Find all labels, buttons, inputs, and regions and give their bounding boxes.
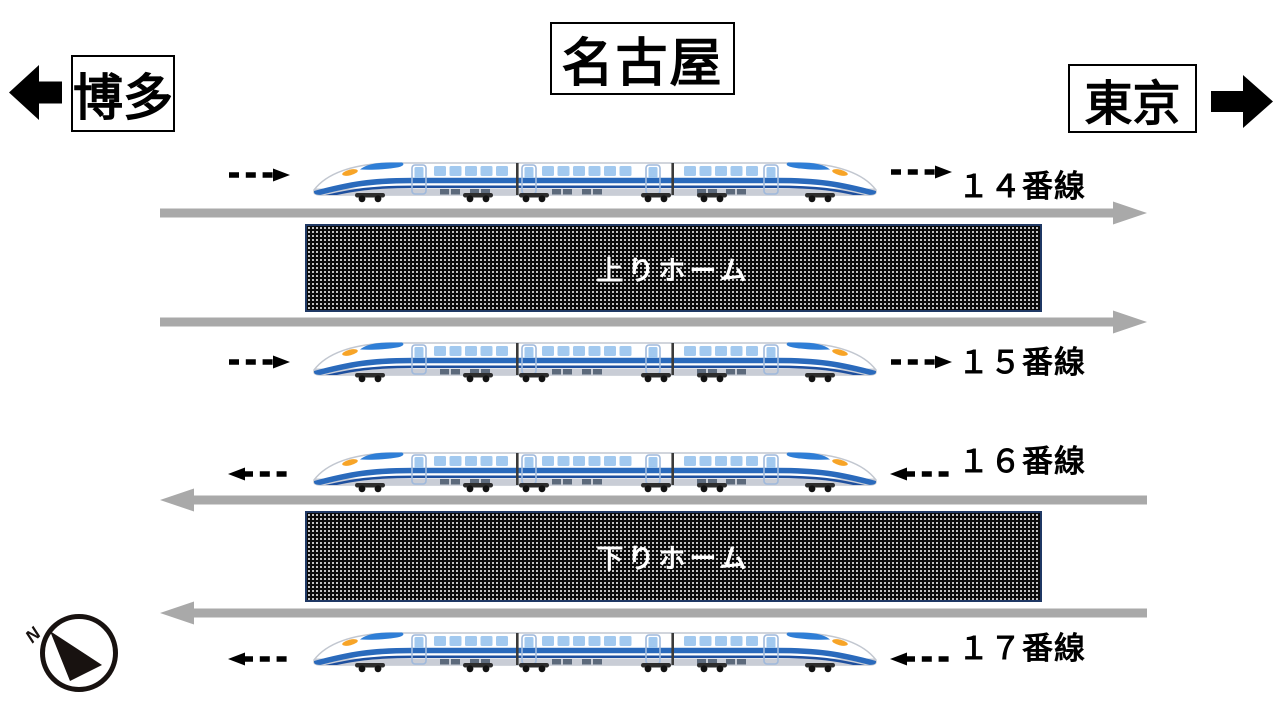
platform-up: 上りホーム (305, 224, 1042, 312)
destination-east-label: 東京 (1084, 77, 1181, 131)
westbound-dashed-arrow-icon-track17-left (228, 652, 290, 666)
eastbound-dashed-arrow-icon-track14-left (228, 168, 290, 182)
track-label-17: １７番線 (958, 631, 1086, 666)
track-label-16: １６番線 (958, 444, 1086, 479)
shinkansen-train-track15 (312, 335, 878, 383)
track-line-17 (160, 601, 1147, 625)
westbound-dashed-arrow-icon-track16-left (228, 467, 290, 481)
platform-down: 下りホーム (305, 511, 1042, 602)
westbound-dashed-arrow-icon-track17-right (890, 652, 952, 666)
shinkansen-train-track16 (312, 445, 878, 493)
eastbound-dashed-arrow-icon-track15-right (890, 355, 952, 369)
destination-west-box: 博多 (71, 55, 175, 132)
shinkansen-train-track17 (312, 625, 878, 673)
shinkansen-train-track14 (312, 155, 878, 203)
eastbound-dashed-arrow-icon-track15-left (228, 355, 290, 369)
destination-east-box: 東京 (1068, 64, 1197, 133)
station-name-box: 名古屋 (550, 22, 735, 95)
compass-icon: N (22, 614, 118, 692)
east-direction-arrow-icon (1211, 75, 1273, 128)
platform-down-label: 下りホーム (596, 544, 751, 574)
eastbound-dashed-arrow-icon-track14-right (890, 165, 952, 179)
westbound-dashed-arrow-icon-track16-right (890, 467, 952, 481)
destination-west-label: 博多 (73, 69, 173, 126)
station-name-label: 名古屋 (561, 35, 724, 93)
platform-up-label: 上りホーム (596, 255, 751, 286)
west-direction-arrow-icon (9, 65, 62, 120)
track-line-14 (160, 201, 1147, 225)
track-line-16 (160, 488, 1147, 512)
track-label-14: １４番線 (958, 169, 1086, 204)
track-line-15 (160, 310, 1147, 334)
track-label-15: １５番線 (958, 345, 1086, 380)
